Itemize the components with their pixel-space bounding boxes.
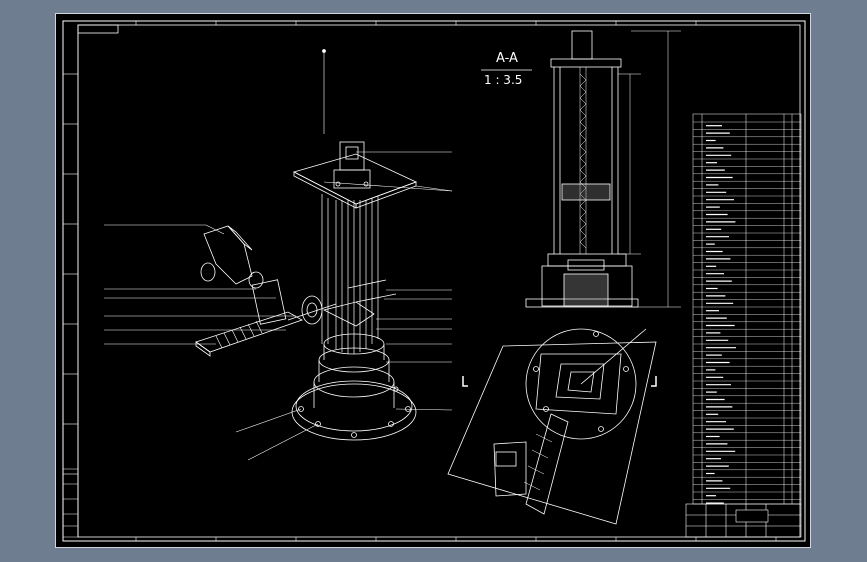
parts-list [692, 113, 802, 505]
base-circle-top [525, 328, 637, 440]
drawing-border [77, 24, 801, 538]
leader-lines-right [235, 52, 453, 461]
lead-screw [579, 67, 587, 254]
title-mark-box [77, 24, 119, 34]
parts-list-rows [693, 121, 801, 504]
drawing-sheet: A-A 1 : 3.5 [55, 13, 811, 548]
section-scale: 1 : 3.5 [484, 73, 522, 87]
zone-ticks [63, 21, 777, 541]
inner-border [62, 20, 806, 542]
left-strip [62, 468, 79, 538]
section-view-a-a: A-A 1 : 3.5 [481, 30, 681, 308]
gripper [203, 225, 253, 285]
vertical-column [321, 194, 379, 354]
section-title: A-A [496, 51, 518, 66]
top-view [447, 328, 657, 525]
base-motor-hatch [563, 273, 609, 307]
section-marker-left [462, 376, 468, 387]
elbow-joint [301, 295, 323, 325]
base-flange [291, 383, 417, 441]
section-marker-right [651, 376, 657, 387]
cad-drawing: A-A 1 : 3.5 [62, 20, 806, 542]
section-dimensions [618, 30, 681, 308]
leader-lines-left [104, 224, 296, 345]
nut-block [561, 183, 611, 201]
title-block [685, 503, 802, 538]
isometric-view [104, 49, 453, 461]
top-plate [292, 153, 418, 205]
rotated-frame [447, 341, 657, 525]
gripper-motor [251, 279, 287, 325]
